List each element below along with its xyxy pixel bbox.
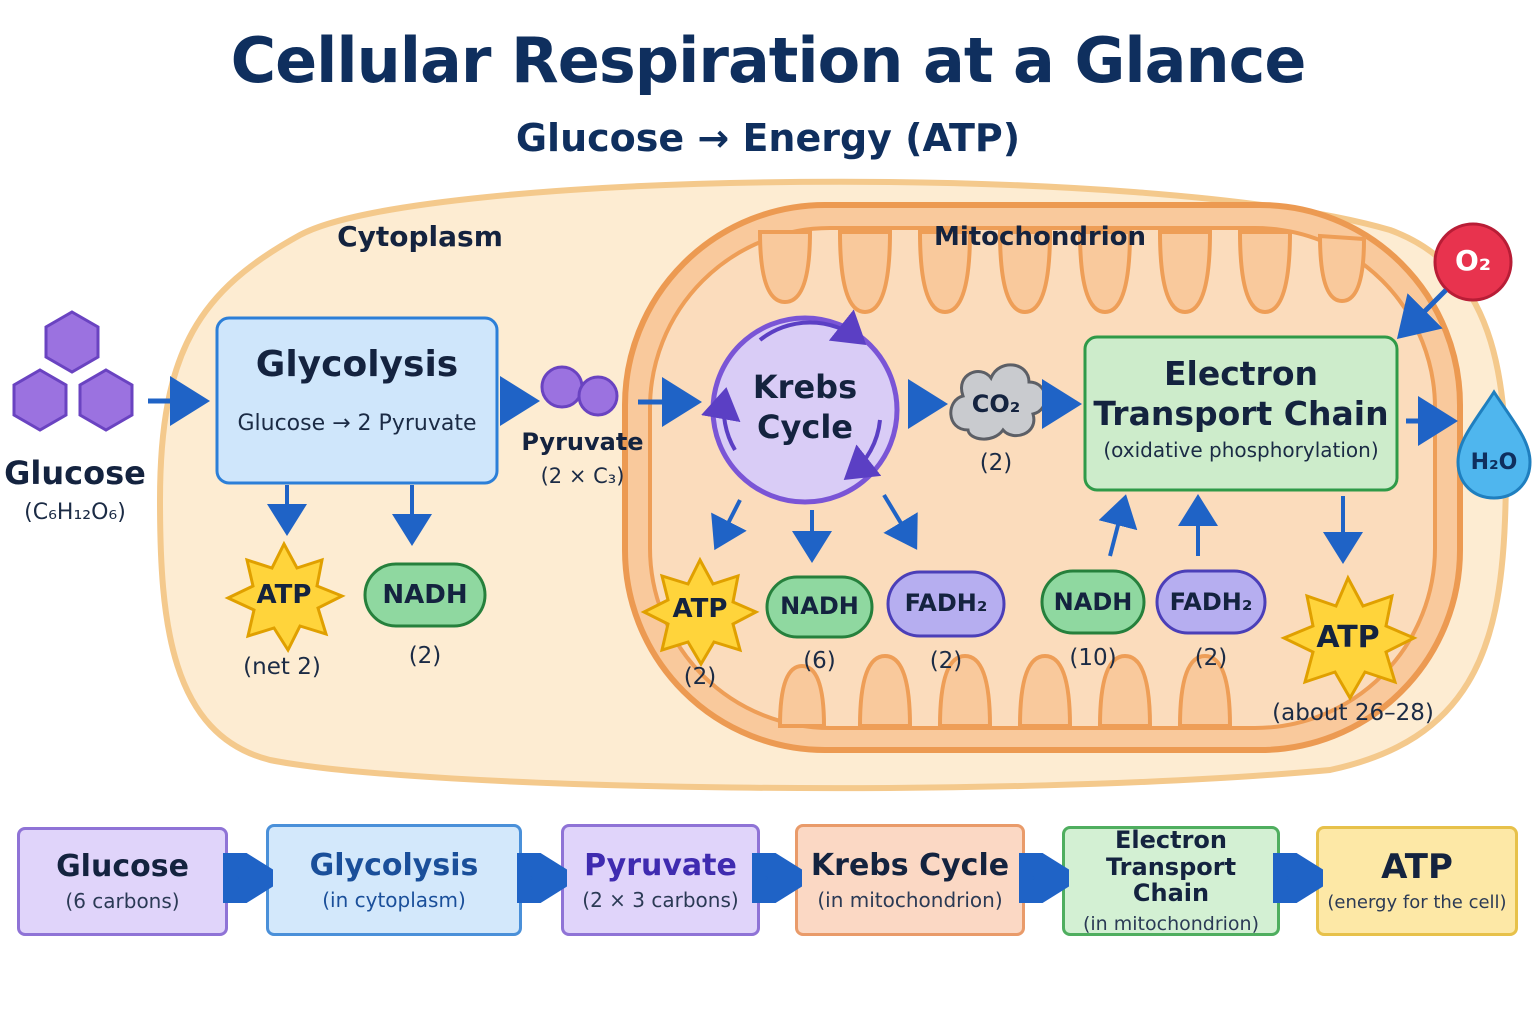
fadh2-label-krebs: FADH₂ [904,589,988,617]
atp-count-etc: (about 26–28) [1272,700,1434,726]
atp-star-glycolysis [224,540,346,654]
summary-step-title: Krebs Cycle [810,847,1010,883]
glucose-formula: (C₆H₁₂O₆) [24,500,126,525]
nadh-chip-etc [1040,569,1146,635]
nadh-label-glycolysis: NADH [382,580,468,610]
fadh2-label-etc: FADH₂ [1169,588,1253,616]
fadh2-count-krebs: (2) [929,648,963,674]
nadh-label-etc: NADH [1053,588,1133,616]
atp-label-etc: ATP [1316,620,1380,655]
atp-star-krebs [640,556,760,667]
page-title: Cellular Respiration at a Glance [230,24,1307,97]
krebs-cycle-arrow-icon [701,387,741,452]
fadh2-chip-krebs [886,570,1006,638]
mitochondrion-label: Mitochondrion [933,222,1147,252]
nadh-chip-krebs [765,575,874,639]
arrow-krebs-to-fadh2 [882,493,918,550]
summary-step-krebs: Krebs Cycle (in mitochondrion) [795,824,1025,936]
water-label: H₂O [1470,450,1518,475]
cytoplasm-label: Cytoplasm [337,220,503,253]
krebs-cycle-arrow-icon [843,419,882,480]
glucose-molecule-icon [12,310,134,432]
cristae-bottom [777,653,1233,728]
arrow-oxygen-to-etc [1396,288,1448,340]
summary-step-sub: (in mitochondrion) [1082,912,1260,935]
etc-title-line1: Electron [1163,354,1318,393]
oxygen-icon [1433,222,1513,302]
krebs-title-line2: Cycle [757,408,853,446]
etc-box [1083,335,1399,492]
krebs-title-line1: Krebs [752,368,858,406]
summary-step-glucose: Glucose (6 carbons) [17,827,228,936]
glycolysis-box [215,316,499,485]
pyruvate-label: Pyruvate [521,428,644,456]
water-drop-icon [1456,389,1532,500]
summary-step-sub: (in cytoplasm) [322,887,466,912]
summary-step-sub: (energy for the cell) [1327,892,1507,914]
atp-star-etc [1280,574,1418,702]
glycolysis-reaction: Glucose → 2 Pyruvate [237,411,477,436]
nadh-count-glycolysis: (2) [408,643,442,669]
glucose-label: Glucose [4,454,146,492]
nadh-chip-glycolysis [363,562,487,628]
summary-step-glycolysis: Glycolysis (in cytoplasm) [266,824,522,936]
summary-step-etc: Electron Transport Chain (in mitochondri… [1062,826,1280,936]
summary-step-sub: (6 carbons) [65,889,180,913]
krebs-cycle-arrow-icon [758,309,867,345]
summary-step-atp: ATP (energy for the cell) [1316,826,1518,936]
etc-title-line2: Transport Chain [1093,394,1389,433]
co2-cloud-icon [949,363,1047,441]
nadh-label-krebs: NADH [780,592,859,620]
fadh2-chip-etc [1155,569,1267,635]
pyruvate-detail: (2 × C₃) [540,464,625,488]
summary-step-title: Electron Transport Chain [1105,826,1237,908]
summary-step-title: Pyruvate [584,847,737,883]
summary-step-title: Glycolysis [309,847,479,883]
nadh-count-krebs: (6) [803,648,836,674]
pyruvate-molecule-icon [540,365,619,417]
arrow-nadh-to-etc [1098,494,1138,557]
cristae-top [757,230,1367,315]
summary-step-sub: (in mitochondrion) [817,887,1003,912]
nadh-count-etc: (10) [1069,645,1117,671]
etc-subtitle: (oxidative phosphorylation) [1103,438,1379,462]
summary-step-title: ATP [1381,846,1453,887]
fadh2-count-etc: (2) [1194,645,1228,671]
arrow-krebs-to-atp [711,499,747,551]
co2-label: CO₂ [971,390,1021,418]
atp-label-krebs: ATP [672,594,728,624]
atp-count-glycolysis: (net 2) [243,654,321,680]
atp-label-glycolysis: ATP [256,580,312,610]
oxygen-label: O₂ [1454,244,1492,277]
summary-step-pyruvate: Pyruvate (2 × 3 carbons) [561,824,760,936]
page-subtitle: Glucose → Energy (ATP) [515,116,1021,160]
summary-step-title: Glucose [56,849,189,884]
co2-count: (2) [979,450,1013,476]
summary-step-sub: (2 × 3 carbons) [582,887,739,912]
atp-count-krebs: (2) [683,664,717,690]
glycolysis-title: Glycolysis [255,344,459,385]
